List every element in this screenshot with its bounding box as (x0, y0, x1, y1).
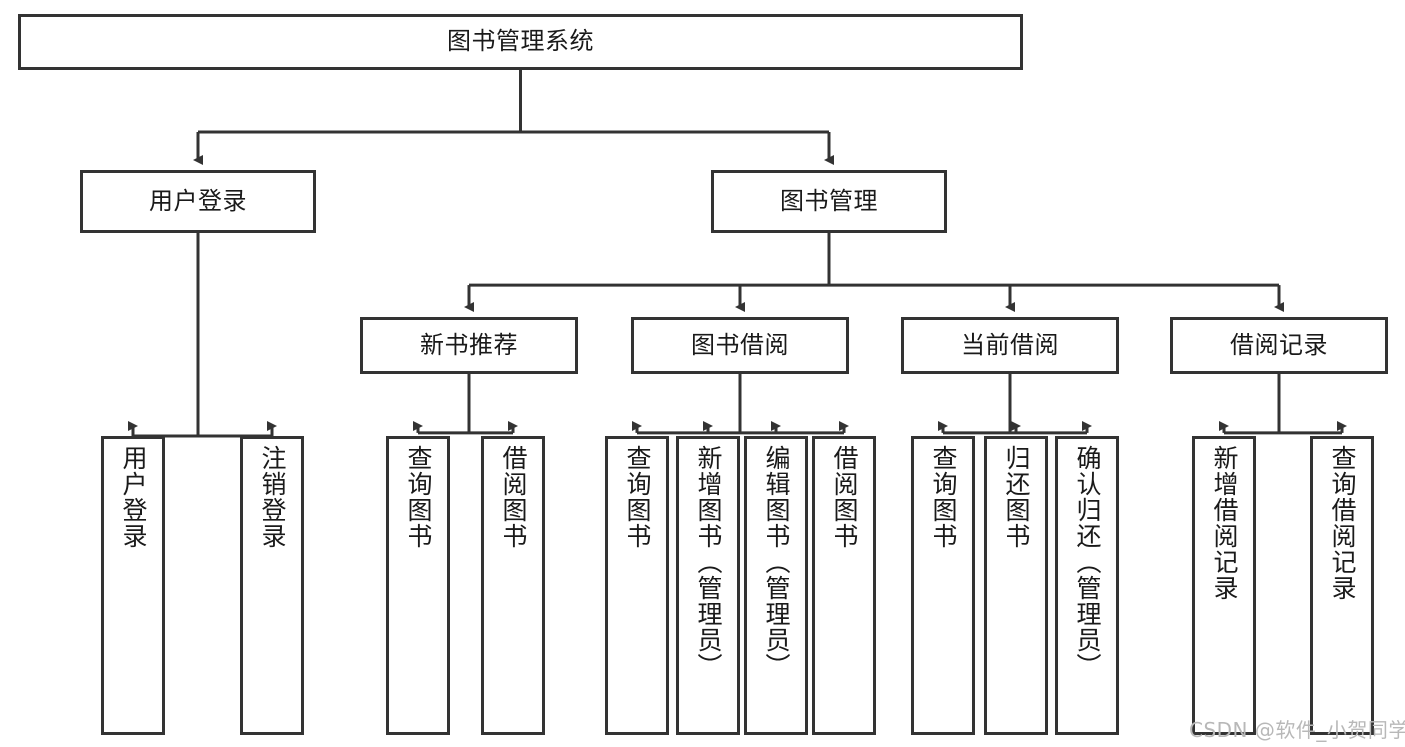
leaf-confirm-return[interactable]: 确认归还（管理员） (1055, 436, 1119, 735)
leaf-query-borrow-record-label: 查询借阅记录 (1328, 445, 1357, 601)
leaf-add-book-label: 新增图书（管理员） (694, 445, 723, 679)
node-borrow-record-label: 借阅记录 (1230, 330, 1328, 359)
leaf-user-login-label: 用户登录 (119, 445, 148, 549)
leaf-borrow-book-2-label: 借阅图书 (830, 445, 859, 549)
leaf-logout-label: 注销登录 (258, 445, 287, 549)
leaf-query-book-3[interactable]: 查询图书 (911, 436, 975, 735)
leaf-query-book-2[interactable]: 查询图书 (605, 436, 669, 735)
node-user-login-label: 用户登录 (149, 186, 247, 215)
node-current-borrow[interactable]: 当前借阅 (901, 317, 1119, 374)
leaf-borrow-book-1[interactable]: 借阅图书 (481, 436, 545, 735)
leaf-query-book-1[interactable]: 查询图书 (386, 436, 450, 735)
leaf-edit-book-label: 编辑图书（管理员） (762, 445, 791, 679)
leaf-return-book-label: 归还图书 (1002, 445, 1031, 549)
watermark: CSDN @软件_小贺同学 (1189, 718, 1405, 742)
leaf-add-borrow-record-label: 新增借阅记录 (1210, 445, 1239, 601)
node-book-borrow[interactable]: 图书借阅 (631, 317, 849, 374)
node-borrow-record[interactable]: 借阅记录 (1170, 317, 1388, 374)
leaf-borrow-book-1-label: 借阅图书 (499, 445, 528, 549)
node-new-book-recommend[interactable]: 新书推荐 (360, 317, 578, 374)
leaf-query-book-2-label: 查询图书 (623, 445, 652, 549)
node-root-label: 图书管理系统 (447, 27, 594, 56)
node-new-book-recommend-label: 新书推荐 (420, 330, 518, 359)
node-user-login[interactable]: 用户登录 (80, 170, 316, 233)
node-book-management[interactable]: 图书管理 (711, 170, 947, 233)
node-current-borrow-label: 当前借阅 (961, 330, 1059, 359)
leaf-confirm-return-label: 确认归还（管理员） (1073, 445, 1102, 679)
leaf-return-book[interactable]: 归还图书 (984, 436, 1048, 735)
leaf-query-book-3-label: 查询图书 (929, 445, 958, 549)
leaf-query-borrow-record[interactable]: 查询借阅记录 (1310, 436, 1374, 735)
leaf-logout[interactable]: 注销登录 (240, 436, 304, 735)
node-root[interactable]: 图书管理系统 (18, 14, 1023, 70)
leaf-borrow-book-2[interactable]: 借阅图书 (812, 436, 876, 735)
leaf-edit-book[interactable]: 编辑图书（管理员） (744, 436, 808, 735)
leaf-add-book[interactable]: 新增图书（管理员） (676, 436, 740, 735)
node-book-borrow-label: 图书借阅 (691, 330, 789, 359)
node-book-management-label: 图书管理 (780, 186, 878, 215)
leaf-query-book-1-label: 查询图书 (404, 445, 433, 549)
leaf-user-login[interactable]: 用户登录 (101, 436, 165, 735)
leaf-add-borrow-record[interactable]: 新增借阅记录 (1192, 436, 1256, 735)
